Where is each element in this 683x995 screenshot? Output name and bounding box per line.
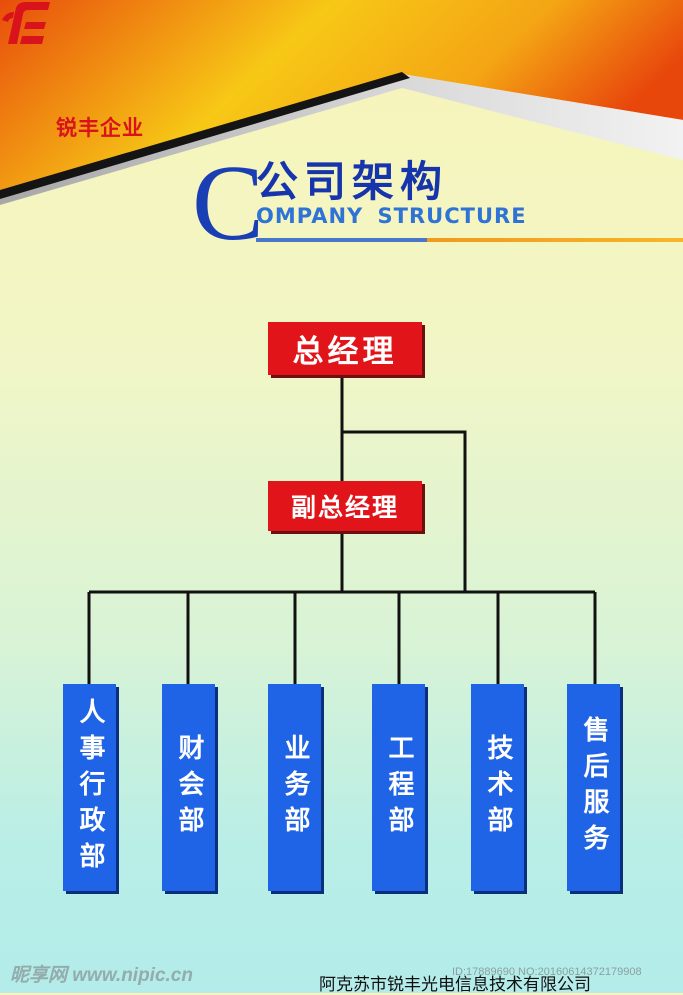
connector-gm-bypass xyxy=(342,430,467,592)
ruifeng-logo-icon xyxy=(2,2,50,44)
watermark-id: ID:17889690 NO:20160614372179908 xyxy=(452,966,642,978)
title-initial-letter: C xyxy=(192,144,265,263)
node-deputy-general-manager: 副总经理 xyxy=(268,481,422,531)
node-department-business: 业务部 xyxy=(268,684,321,891)
node-general-manager: 总经理 xyxy=(268,322,422,375)
title-underline xyxy=(256,238,683,242)
logo-text: 锐丰企业 xyxy=(56,116,144,140)
node-department-technology: 技术部 xyxy=(471,684,524,891)
footer-company-name: 阿克苏市锐丰光电信息技术有限公司 xyxy=(319,975,591,995)
watermark: 昵享网 www.nipic.cn xyxy=(10,965,193,986)
node-department-after-sales: 售后服务 xyxy=(567,684,620,891)
node-department-engineering: 工程部 xyxy=(372,684,425,891)
header-background xyxy=(0,0,683,205)
page-title-english: OMPANY STRUCTURE xyxy=(256,204,527,228)
header-banner: 锐丰企业 C 公司架构 OMPANY STRUCTURE xyxy=(0,0,683,260)
node-department-finance: 财会部 xyxy=(162,684,215,891)
node-department-hr-admin: 人事行政部 xyxy=(63,684,116,891)
page-title-chinese: 公司架构 xyxy=(256,157,449,206)
